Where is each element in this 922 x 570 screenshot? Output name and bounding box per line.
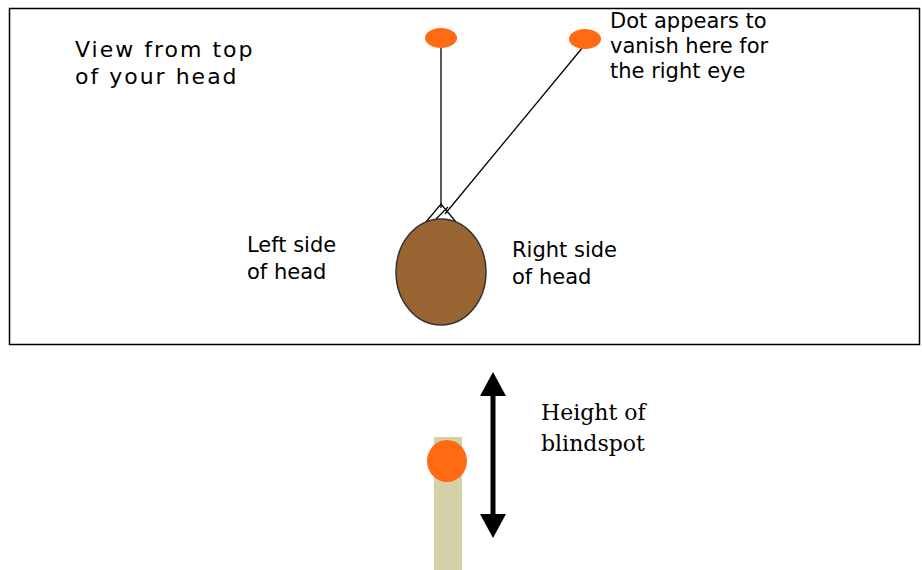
stick-dot	[427, 440, 467, 482]
arrow-head	[480, 514, 506, 538]
vanishing-dot	[569, 29, 601, 49]
top-view-frame	[10, 9, 920, 345]
side-label: Right side of head	[512, 237, 637, 291]
side-label: Left side of head	[247, 232, 357, 286]
sight-line	[440, 46, 441, 208]
arrow-head	[480, 372, 506, 396]
dimension-label: Height of blindspot	[541, 397, 671, 459]
head-shape	[396, 219, 486, 325]
dot-note: Dot appears to vanish here for the right…	[610, 9, 795, 84]
panel-heading: View from top of your head	[75, 36, 275, 90]
sight-line	[445, 47, 583, 214]
height-arrow	[491, 392, 496, 518]
fixation-dot	[425, 28, 457, 48]
